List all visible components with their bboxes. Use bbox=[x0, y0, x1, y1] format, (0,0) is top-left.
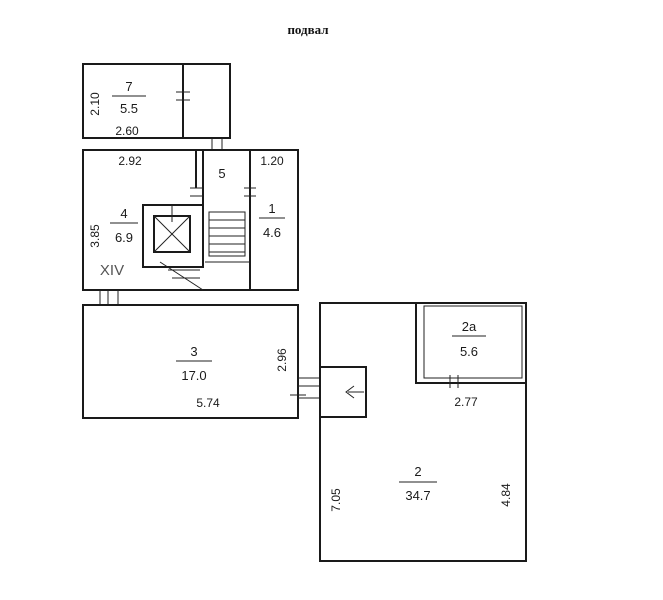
room-5-number: 5 bbox=[218, 166, 225, 181]
room-3-number: 3 bbox=[190, 344, 197, 359]
room-2-area: 34.7 bbox=[405, 488, 430, 503]
room-2: 2a 5.6 2.77 2 34.7 7.05 4.84 bbox=[319, 302, 527, 562]
room-7-width-dim: 2.60 bbox=[115, 124, 139, 138]
room-4-area: 6.9 bbox=[115, 230, 133, 245]
room-2a-number: 2a bbox=[462, 319, 477, 334]
room-2-right-dim: 4.84 bbox=[499, 483, 513, 507]
room-7: 7 5.5 2.10 2.60 bbox=[82, 63, 231, 150]
room-2a-area: 5.6 bbox=[460, 344, 478, 359]
room-1-number: 1 bbox=[268, 201, 275, 216]
room-3-width-dim: 5.74 bbox=[196, 396, 220, 410]
plan-title: подвал bbox=[287, 22, 328, 37]
room-7-height-dim: 2.10 bbox=[88, 92, 102, 116]
room-3-area: 17.0 bbox=[181, 368, 206, 383]
room-block-4-5-1: 5 4 6.9 1 4.6 2.92 1.20 3.85 XIV bbox=[82, 149, 299, 291]
room-4-height-dim: 3.85 bbox=[88, 224, 102, 248]
room-2-number: 2 bbox=[414, 464, 421, 479]
room-7-area: 5.5 bbox=[120, 101, 138, 116]
room-2-left-dim: 7.05 bbox=[329, 488, 343, 512]
room-1-area: 4.6 bbox=[263, 225, 281, 240]
room-4-number: 4 bbox=[120, 206, 127, 221]
room-3: 3 17.0 2.96 5.74 bbox=[82, 304, 306, 419]
room-4-width-dim: 2.92 bbox=[118, 154, 142, 168]
room-1-width-dim: 1.20 bbox=[260, 154, 284, 168]
room-2a-width-dim: 2.77 bbox=[454, 395, 478, 409]
stair-label: XIV bbox=[100, 262, 124, 279]
room-7-number: 7 bbox=[125, 79, 132, 94]
room-3-height-dim: 2.96 bbox=[275, 348, 289, 372]
